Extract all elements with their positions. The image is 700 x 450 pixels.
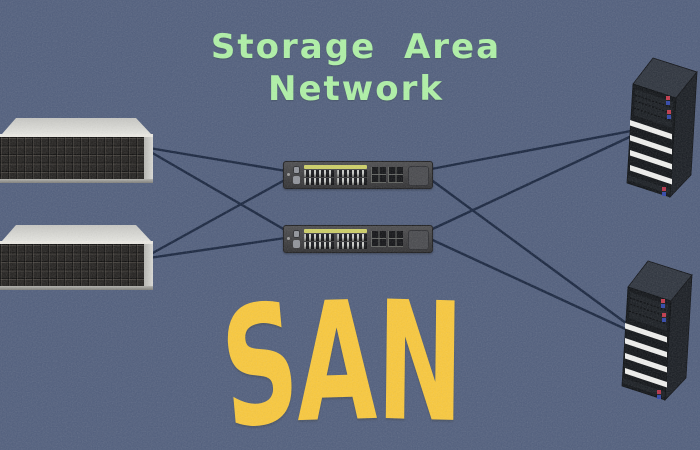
drive-bay-grid [0, 244, 144, 286]
ethernet-ports [304, 234, 334, 241]
ethernet-ports [304, 170, 334, 177]
storage-array-1 [0, 112, 156, 186]
port-label-strip [304, 165, 367, 169]
caption-letter-a: A [295, 265, 378, 450]
sfp-ports [371, 167, 386, 183]
storage-end-cap [144, 137, 153, 179]
sfp-ports [371, 231, 386, 247]
ethernet-ports [337, 178, 367, 185]
storage-end-cap [144, 244, 153, 286]
led-indicator-red [662, 313, 666, 317]
connection-line [147, 174, 294, 257]
port-label-strip [304, 229, 367, 233]
led-indicator-blue [662, 192, 666, 196]
led-indicator-blue [667, 115, 671, 119]
server-2 [621, 260, 693, 402]
led-indicator-red [661, 299, 665, 303]
storage-array-2 [0, 219, 156, 293]
led-indicator-blue [666, 101, 670, 105]
san-caption: SAN [215, 264, 465, 450]
connection-line [147, 235, 294, 260]
switch-panel [408, 166, 429, 186]
diagram-title: Storage Area Network [6, 26, 700, 110]
ethernet-ports [304, 242, 334, 249]
server-1 [626, 57, 698, 199]
led-indicator-red [666, 96, 670, 100]
sfp-ports [388, 167, 403, 183]
caption-letter-s: S [214, 263, 306, 450]
switch-panel [408, 230, 429, 250]
led-indicator-red [662, 187, 666, 191]
storage-top-face [2, 118, 151, 134]
led-indicator-blue [661, 304, 665, 308]
led-indicator-red [667, 110, 671, 114]
console-ports [293, 166, 300, 174]
connection-line [147, 149, 294, 236]
storage-top-face [2, 225, 151, 241]
caption-letter-n: N [375, 265, 465, 450]
title-line-1: Storage Area [210, 27, 502, 67]
led-indicator-red [657, 390, 661, 394]
connection-line [424, 132, 638, 234]
ethernet-ports [337, 242, 367, 249]
switch-screw [287, 237, 290, 240]
san-switch-1 [283, 161, 433, 189]
drive-bay-grid [0, 137, 144, 179]
console-ports [293, 230, 300, 238]
storage-chassis-base [0, 179, 153, 183]
sfp-ports [388, 231, 403, 247]
led-indicator-blue [657, 395, 661, 399]
switch-screw [287, 173, 290, 176]
ethernet-ports [304, 178, 334, 185]
title-line-2: Network [268, 69, 444, 109]
ethernet-ports [337, 170, 367, 177]
storage-chassis-base [0, 286, 153, 290]
san-switch-2 [283, 225, 433, 253]
ethernet-ports [337, 234, 367, 241]
connection-line [147, 146, 294, 174]
led-indicator-blue [662, 318, 666, 322]
